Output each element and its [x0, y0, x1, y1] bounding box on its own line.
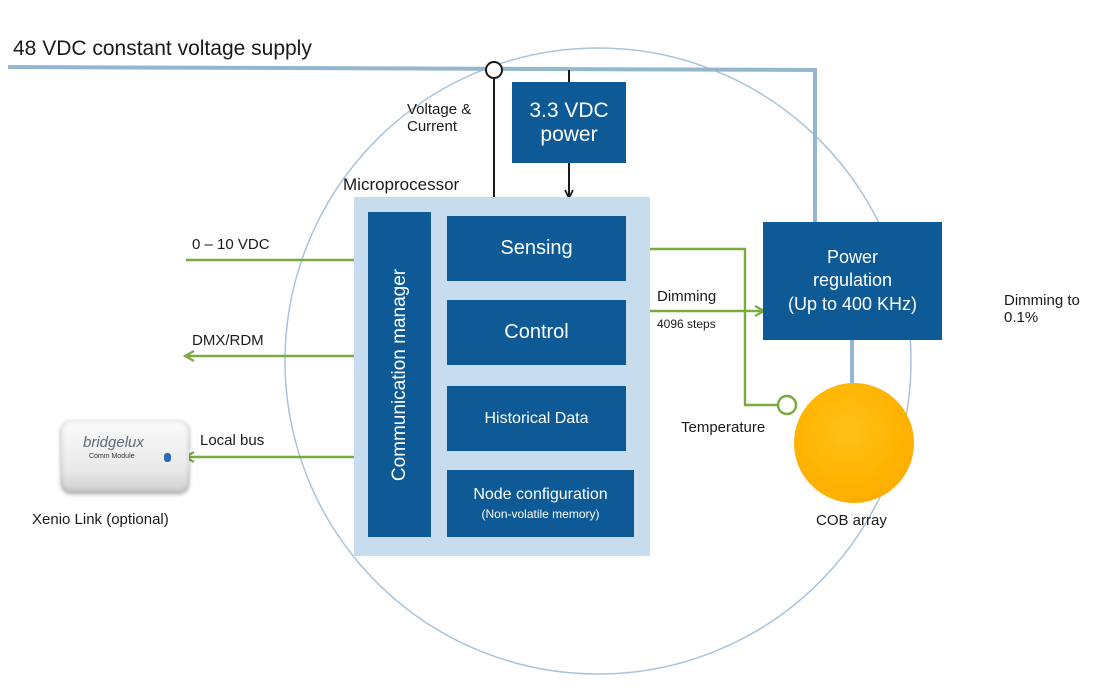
temperature-feedback-line — [628, 249, 778, 407]
xenio-link-device-image: bridgelux Comm Module — [61, 420, 189, 492]
node-configuration-label: Node configuration — [473, 486, 608, 503]
historical-data-block: Historical Data — [447, 386, 626, 451]
power-regulation-label: Power regulation (Up to 400 KHz) — [787, 246, 918, 314]
bluetooth-icon — [164, 453, 171, 462]
power-regulation-block: Power regulation (Up to 400 KHz) — [763, 222, 942, 340]
control-block: Control — [447, 300, 626, 365]
supply-label: 48 VDC constant voltage supply — [13, 37, 312, 60]
voltage-current-tap-icon — [485, 61, 503, 79]
power-3v3-block: 3.3 VDC power — [512, 82, 626, 163]
device-brand-text: bridgelux — [83, 434, 144, 451]
node-configuration-block: Node configuration (Non-volatile memory) — [447, 470, 634, 537]
microprocessor-label: Microprocessor — [343, 175, 460, 194]
sensing-label: Sensing — [500, 237, 573, 259]
historical-data-label: Historical Data — [484, 409, 589, 427]
power-3v3-label: 3.3 VDC power — [529, 99, 609, 146]
xenio-link-label: Xenio Link (optional) — [32, 511, 169, 528]
sensing-block: Sensing — [447, 216, 626, 281]
control-label: Control — [504, 321, 569, 343]
temperature-label: Temperature — [681, 419, 766, 436]
device-sub-text: Comm Module — [89, 453, 135, 460]
voltage-current-label: Voltage & Current — [407, 101, 472, 136]
dimming-range-label: Dimming to 0.1% — [1004, 292, 1080, 327]
dmx-rdm-label: DMX/RDM — [192, 332, 264, 349]
cob-array-led — [794, 383, 914, 503]
temperature-sensor-icon — [776, 394, 798, 416]
node-configuration-sublabel: (Non-volatile memory) — [481, 507, 600, 521]
communication-manager-block: Communication manager — [368, 212, 431, 537]
zero-ten-vdc-label: 0 – 10 VDC — [192, 236, 270, 253]
local-bus-label: Local bus — [200, 432, 265, 449]
cob-array-label: COB array — [816, 512, 887, 529]
communication-manager-label: Communication manager — [388, 268, 410, 481]
dimming-steps-label: 4096 steps — [657, 317, 716, 331]
supply-line — [7, 65, 817, 222]
dimming-label: Dimming — [657, 288, 717, 305]
